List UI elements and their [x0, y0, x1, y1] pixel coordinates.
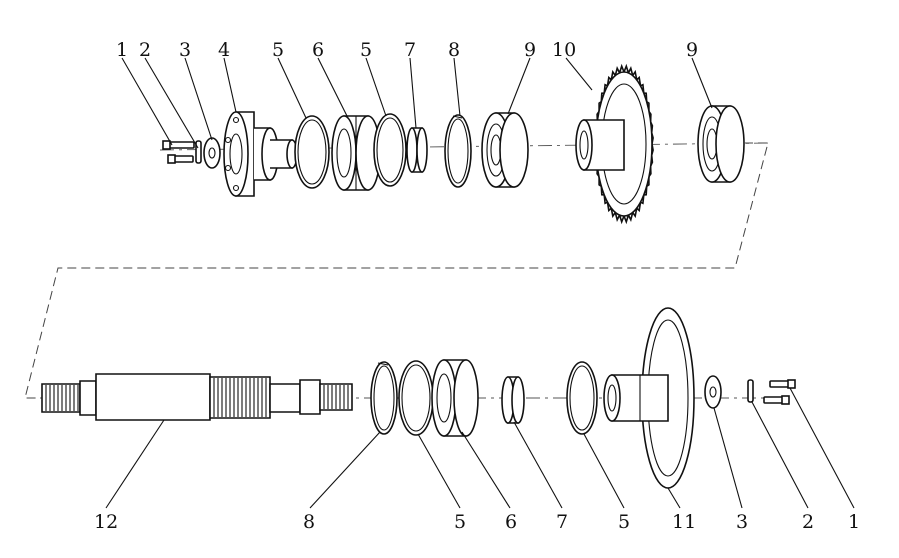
label-upper-9b: 9: [686, 39, 698, 61]
part-bearing-upper-a: [481, 112, 529, 188]
label-upper-7: 7: [404, 39, 416, 61]
part-seal-sleeve-upper: [331, 115, 381, 191]
part-flange-hub: [223, 111, 298, 197]
part-lock-washer-lower: [747, 379, 754, 403]
label-lower-5b: 5: [618, 511, 630, 533]
part-o-ring-upper-b: [373, 113, 407, 187]
part-bearing-upper-b: [697, 105, 745, 183]
part-spacer-lower: [501, 376, 525, 424]
label-upper-2: 2: [139, 39, 151, 61]
label-upper-1: 1: [116, 39, 128, 61]
label-upper-4: 4: [218, 39, 230, 61]
part-flanged-cover: [603, 307, 695, 489]
part-lock-washer-upper: [195, 140, 202, 164]
part-seal-sleeve-lower: [431, 359, 479, 437]
part-plate-upper: [203, 137, 221, 169]
label-lower-8: 8: [303, 511, 315, 533]
part-splined-shaft: [41, 373, 353, 421]
part-bolts-upper: [162, 140, 195, 164]
upper-part-labels: 1 2 3 4 5 6 5 7 8 9 10 9: [116, 39, 698, 61]
part-o-ring-lower-b: [566, 361, 598, 435]
label-lower-12: 12: [94, 511, 118, 533]
label-lower-5a: 5: [454, 511, 466, 533]
part-gear: [575, 63, 654, 225]
label-lower-1: 1: [848, 511, 860, 533]
lower-part-labels: 12 8 5 6 7 5 11 3 2 1: [94, 511, 860, 533]
label-lower-11: 11: [672, 511, 696, 533]
label-lower-7: 7: [556, 511, 568, 533]
part-o-ring-lower-a: [398, 360, 434, 436]
label-upper-8: 8: [448, 39, 460, 61]
part-snap-ring-lower: [370, 361, 398, 435]
label-lower-3: 3: [736, 511, 748, 533]
label-upper-5a: 5: [272, 39, 284, 61]
part-bolts-lower: [763, 379, 796, 405]
part-spacer-upper: [406, 127, 428, 173]
part-plate-lower: [704, 375, 722, 409]
part-o-ring-upper-a: [294, 115, 330, 189]
label-upper-9a: 9: [524, 39, 536, 61]
label-lower-2: 2: [802, 511, 814, 533]
leader-lines: [105, 57, 855, 509]
label-upper-6: 6: [312, 39, 324, 61]
label-upper-3: 3: [179, 39, 191, 61]
dashed-connector: [24, 142, 769, 399]
label-upper-10: 10: [552, 39, 576, 61]
part-snap-ring-upper: [444, 114, 472, 188]
label-lower-6: 6: [505, 511, 517, 533]
label-upper-5b: 5: [360, 39, 372, 61]
